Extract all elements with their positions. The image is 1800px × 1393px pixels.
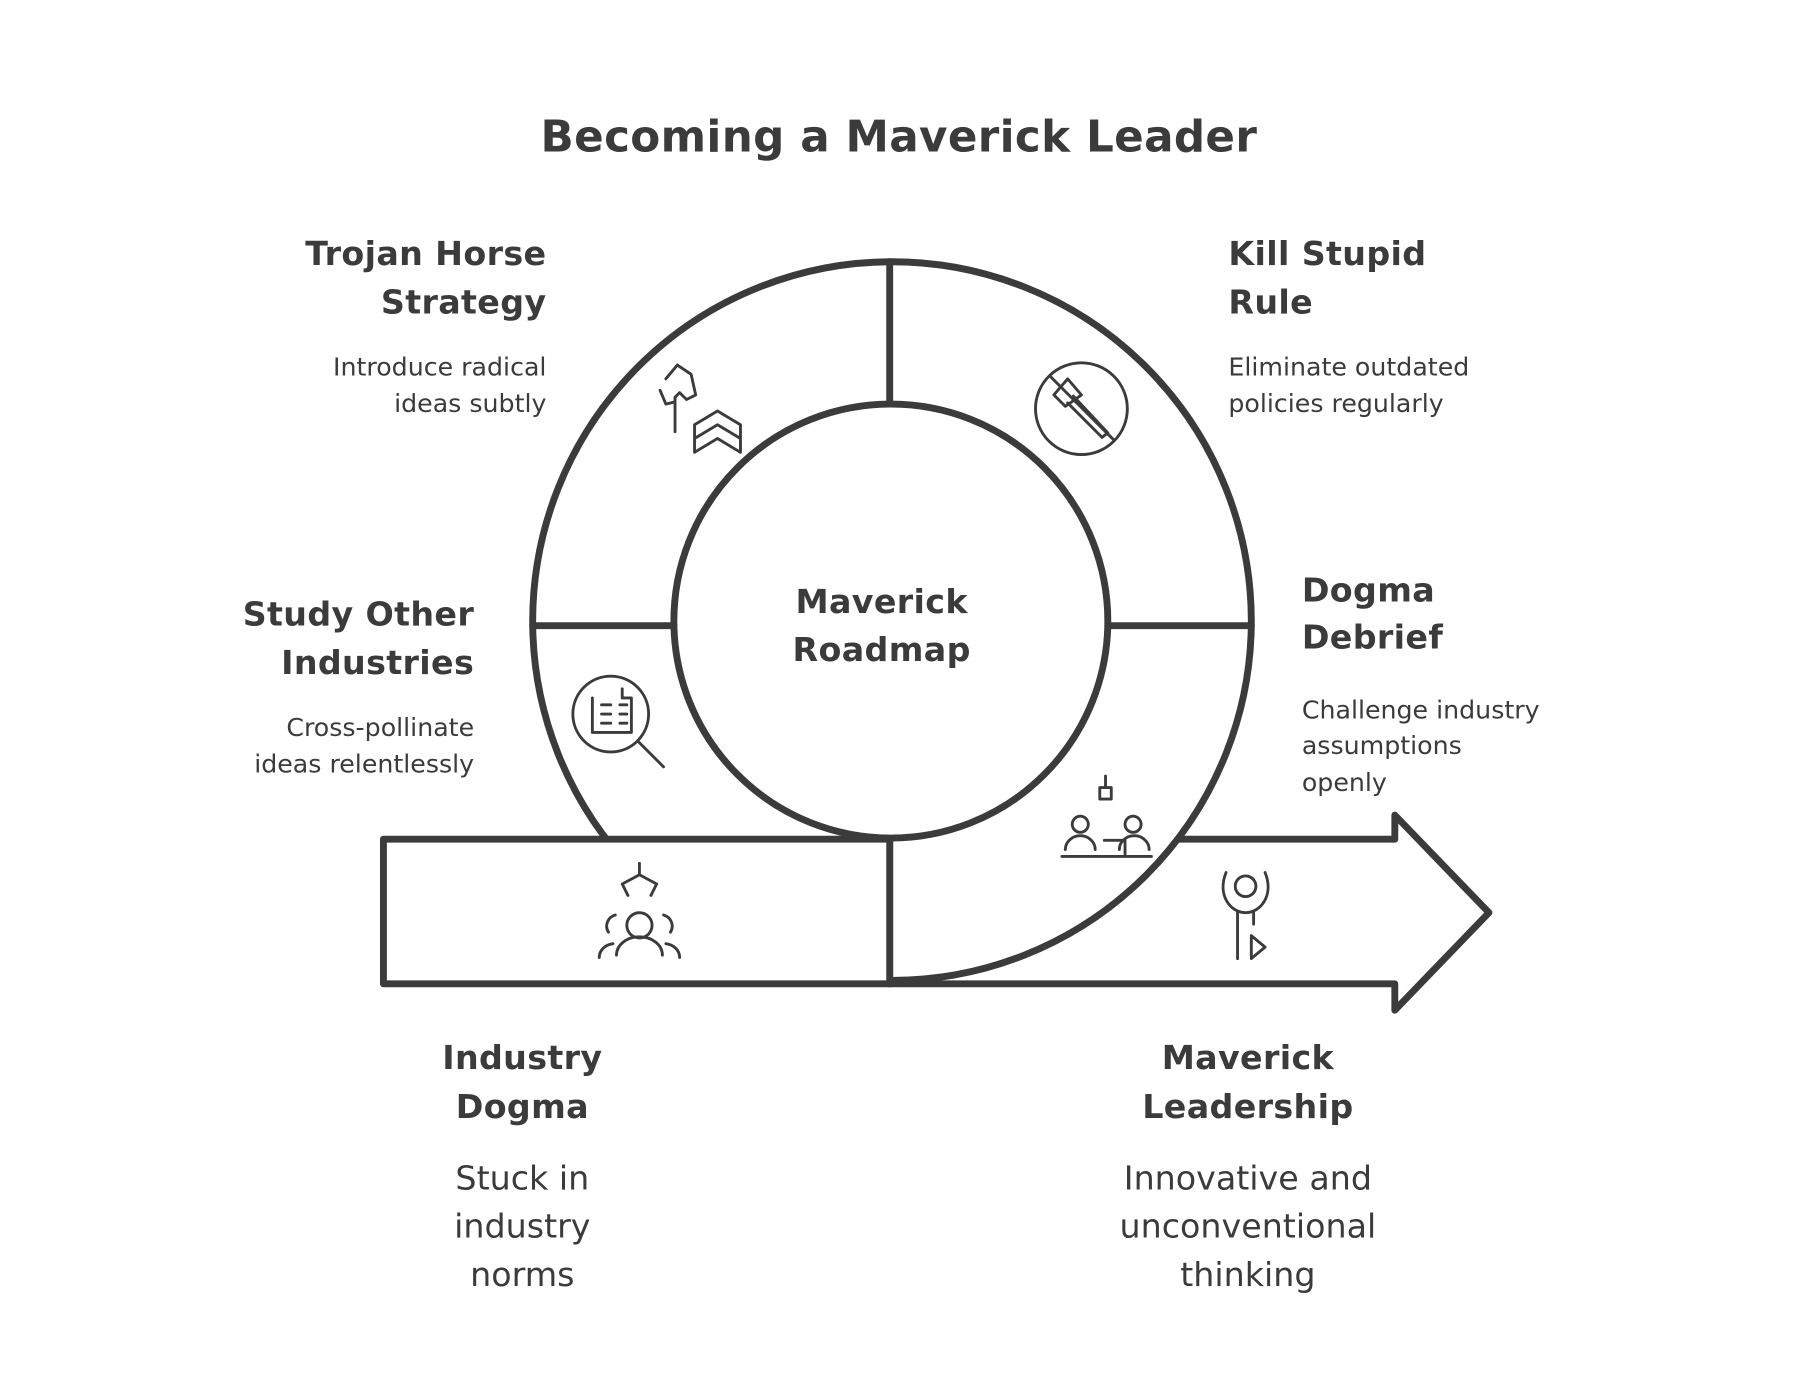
trojan-title-line1: Trojan Horse xyxy=(305,234,547,274)
study-title-line2: Industries xyxy=(281,642,475,682)
industry-dogma-bar xyxy=(379,835,894,988)
claw-person-icon xyxy=(597,861,682,959)
center-label-line1: Maverick xyxy=(795,582,968,622)
trojan-title-line2: Strategy xyxy=(380,282,547,322)
page-title: Becoming a Maverick Leader xyxy=(540,111,1258,162)
trojan-desc-line2: ideas subtly xyxy=(394,390,547,420)
trojan-horse-icon xyxy=(658,363,742,454)
debrief-desc-line2: assumptions xyxy=(1301,732,1462,762)
trojan-desc-line1: Introduce radical xyxy=(333,353,547,383)
kill-title-line1: Kill Stupid xyxy=(1228,234,1427,274)
end-desc-line3: thinking xyxy=(1180,1254,1316,1294)
start-desc-line1: Stuck in xyxy=(455,1158,590,1198)
kill-title-line2: Rule xyxy=(1228,282,1314,322)
study-title-line1: Study Other xyxy=(242,594,475,634)
study-desc-line1: Cross-pollinate xyxy=(286,714,475,743)
debrief-desc-line1: Challenge industry xyxy=(1301,696,1540,726)
kill-desc-line2: policies regularly xyxy=(1228,390,1444,420)
no-axe-icon xyxy=(1034,361,1129,457)
debrief-title-line1: Dogma xyxy=(1301,570,1436,610)
study-desc-line2: ideas relentlessly xyxy=(254,750,475,780)
building-search-icon xyxy=(571,674,665,769)
start-title-line2: Dogma xyxy=(455,1087,589,1127)
end-desc-line1: Innovative and xyxy=(1123,1158,1372,1198)
end-title-line2: Leadership xyxy=(1142,1087,1354,1127)
person-arms-up-icon xyxy=(1221,871,1270,961)
end-title-line1: Maverick xyxy=(1161,1037,1335,1077)
debrief-desc-line3: openly xyxy=(1301,769,1387,798)
debrief-title-line2: Debrief xyxy=(1301,617,1444,657)
start-desc-line2: industry xyxy=(454,1206,591,1246)
center-label-line2: Roadmap xyxy=(792,630,971,670)
end-desc-line2: unconventional xyxy=(1119,1206,1377,1246)
start-title-line1: Industry xyxy=(442,1037,603,1077)
kill-desc-line1: Eliminate outdated xyxy=(1228,353,1470,383)
meeting-icon xyxy=(1060,774,1153,858)
start-desc-line3: norms xyxy=(470,1254,575,1294)
